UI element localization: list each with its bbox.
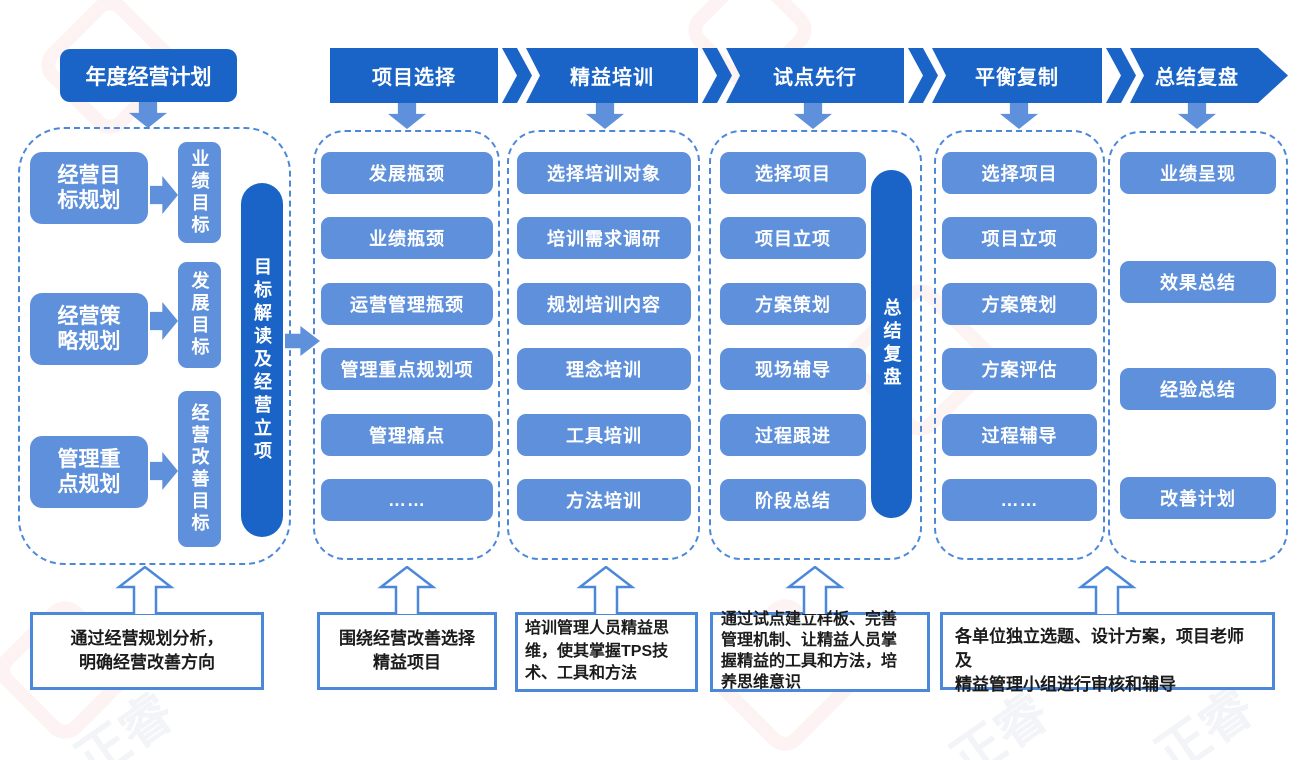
list-item: …… [321, 479, 493, 521]
list-item: 方案策划 [942, 283, 1097, 325]
chevron-separator-icon [502, 48, 532, 103]
note-box-5: 各单位独立选题、设计方案，项目老师及 精益管理小组进行审核和辅导 [940, 612, 1275, 694]
list-item: 项目立项 [942, 217, 1097, 259]
list-item: 方案评估 [942, 348, 1097, 390]
column-box-lean-training [507, 130, 700, 560]
list-item: 项目立项 [720, 217, 866, 259]
annual-plan-box: 年度经营计划 [60, 49, 237, 102]
down-arrow-icon [1178, 103, 1216, 129]
stage-pilot-first: 试点先行 [726, 48, 904, 103]
source-box-business-strategy: 经营策 略规划 [30, 293, 148, 365]
source-box-business-goal: 经营目 标规划 [30, 152, 148, 224]
column-box-balance-replication [934, 130, 1105, 560]
column-box-pilot-first [709, 130, 922, 560]
note-box-2: 围绕经营改善选择 精益项目 [317, 612, 497, 690]
stage-lean-training: 精益培训 [526, 48, 698, 103]
chevron-separator-icon [908, 48, 938, 103]
list-item: 效果总结 [1120, 261, 1276, 303]
list-item: 方案策划 [720, 283, 866, 325]
target-box-performance-goal: 业绩目标 [178, 142, 221, 243]
list-item: 理念培训 [517, 348, 691, 390]
list-item: 管理痛点 [321, 414, 493, 456]
list-item: 工具培训 [517, 414, 691, 456]
up-arrow-icon [377, 566, 437, 614]
list-item: 选择项目 [942, 152, 1097, 194]
up-arrow-icon [576, 566, 636, 614]
note-box-3: 培训管理人员精益思 维，使其掌握TPS技 术、工具和方法 [515, 612, 698, 692]
down-arrow-icon [1000, 103, 1038, 129]
note-box-1: 通过经营规划分析， 明确经营改善方向 [30, 612, 264, 690]
source-box-management-focus: 管理重 点规划 [30, 436, 148, 508]
list-item: 业绩呈现 [1120, 152, 1276, 194]
list-item: 业绩瓶颈 [321, 217, 493, 259]
stage-balance-replication: 平衡复制 [932, 48, 1102, 103]
chevron-separator-icon [1106, 48, 1136, 103]
list-item: …… [942, 479, 1097, 521]
note-box-4: 通过试点建立样板、完善 管理机制、让精益人员掌 握精益的工具和方法，培 养思维意… [710, 611, 930, 692]
list-item: 管理重点规划项 [321, 348, 493, 390]
up-arrow-icon [115, 566, 175, 614]
goal-interpretation-bar: 目标解读及经营立项 [241, 183, 283, 537]
list-item: 运营管理瓶颈 [321, 283, 493, 325]
stage-project-selection: 项目选择 [330, 48, 498, 103]
list-item: 发展瓶颈 [321, 152, 493, 194]
down-arrow-icon [586, 103, 624, 129]
list-item: 经验总结 [1120, 368, 1276, 410]
list-item: 阶段总结 [720, 479, 866, 521]
list-item: 现场辅导 [720, 348, 866, 390]
up-arrow-icon [785, 566, 845, 614]
stage-summary-review: 总结复盘 [1130, 48, 1288, 103]
summary-review-bar: 总结复盘 [871, 170, 912, 518]
list-item: 规划培训内容 [517, 283, 691, 325]
down-arrow-icon [388, 103, 426, 129]
list-item: 过程辅导 [942, 414, 1097, 456]
list-item: 培训需求调研 [517, 217, 691, 259]
list-item: 方法培训 [517, 479, 691, 521]
column-box-summary-review [1108, 131, 1288, 563]
list-item: 选择项目 [720, 152, 866, 194]
target-box-improvement-goal: 经营改善目标 [178, 391, 221, 547]
list-item: 过程跟进 [720, 414, 866, 456]
list-item: 选择培训对象 [517, 152, 691, 194]
list-item: 改善计划 [1120, 477, 1276, 519]
up-arrow-icon [1077, 566, 1137, 614]
target-box-development-goal: 发展目标 [178, 262, 221, 368]
down-arrow-icon [794, 103, 832, 129]
